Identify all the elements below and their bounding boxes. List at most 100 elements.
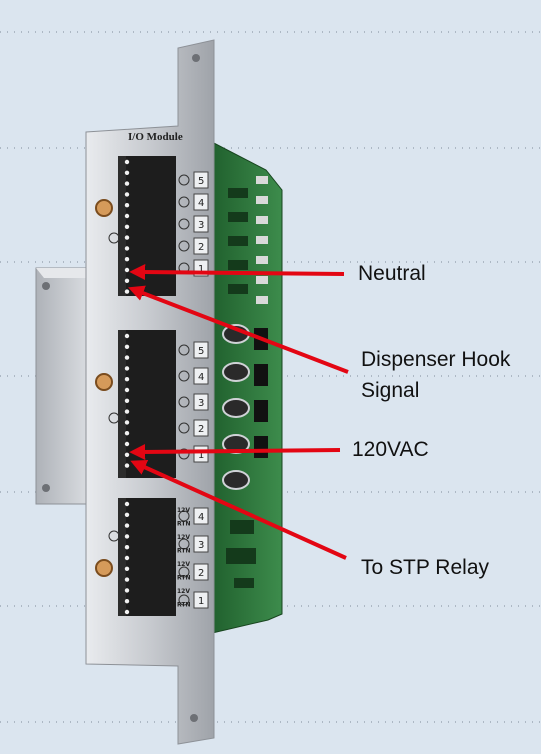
terminal-pin	[124, 192, 130, 197]
terminal-pin	[124, 344, 130, 349]
terminal-pin	[124, 577, 130, 582]
terminal-pin	[124, 555, 130, 561]
position-box	[193, 507, 209, 525]
terminal-pin	[124, 213, 130, 219]
terminal-pin	[124, 398, 130, 403]
position-box	[193, 193, 209, 211]
terminal-pin	[124, 566, 130, 571]
terminal-pin	[124, 588, 130, 593]
screw-icon	[178, 396, 190, 408]
ground-screw-icon	[95, 373, 113, 391]
circuit-board	[207, 139, 283, 635]
position-box	[193, 237, 209, 255]
relay-cylinders	[222, 324, 250, 490]
position-number: 4	[198, 512, 204, 523]
terminal-pin	[124, 431, 130, 436]
terminal-pin	[124, 267, 130, 273]
screw-icon	[178, 218, 190, 230]
callout-stp-relay: To STP Relay	[361, 556, 489, 579]
ground-symbol-icon	[108, 412, 120, 424]
terminal-pin	[124, 181, 130, 186]
screw-icon	[178, 422, 190, 434]
io-label: 12V	[177, 507, 190, 514]
arrow-neutral	[129, 264, 345, 281]
mount-hole-top	[192, 54, 200, 62]
arrow-dispenser-hook-signal	[128, 285, 349, 374]
position-number: 3	[198, 540, 204, 551]
position-number: 1	[198, 450, 204, 461]
screw-icon	[178, 538, 190, 550]
position-number: 3	[198, 398, 204, 409]
terminal-pin	[124, 366, 130, 371]
terminal-pin	[124, 170, 130, 175]
terminal-pin	[124, 441, 130, 447]
terminal-pin	[124, 609, 130, 615]
terminal-block-lower	[118, 498, 176, 616]
terminal-pin	[124, 409, 130, 414]
ground-screws	[95, 199, 120, 577]
flange-hole-bottom	[42, 484, 50, 492]
terminal-pin	[124, 246, 130, 251]
position-box	[193, 341, 209, 359]
position-number: 2	[198, 424, 204, 435]
terminal-pin	[124, 463, 130, 468]
position-number: 4	[198, 198, 204, 209]
io-label: RTN	[177, 548, 190, 555]
position-number: 5	[198, 176, 204, 187]
io-label: 12V	[177, 588, 190, 595]
terminal-pin	[124, 257, 130, 262]
position-box	[193, 393, 209, 411]
terminal-pin	[124, 545, 130, 550]
callout-120vac: 120VAC	[352, 438, 429, 461]
screw-icon	[178, 196, 190, 208]
screw-icon	[178, 566, 190, 578]
callout-dispenser-hook: Dispenser Hook	[361, 348, 511, 371]
ground-screw-icon	[95, 199, 113, 217]
terminal-pin	[124, 289, 130, 294]
terminal-pin	[124, 278, 130, 283]
position-number: 4	[198, 372, 204, 383]
ground-symbol-icon	[108, 530, 120, 542]
ground-screw-icon	[95, 559, 113, 577]
terminal-pin	[124, 599, 130, 604]
position-number: 2	[198, 568, 204, 579]
terminal-pins	[124, 159, 130, 615]
callout-neutral: Neutral	[358, 262, 426, 285]
io-label: RTN	[177, 575, 190, 582]
terminal-pin	[124, 523, 130, 528]
arrow-stp-relay	[130, 460, 347, 560]
screw-icon	[178, 240, 190, 252]
terminal-pin	[124, 452, 130, 457]
terminal-pin	[124, 387, 130, 393]
position-box	[193, 367, 209, 385]
terminal-pin	[124, 534, 130, 539]
mount-hole-bottom	[190, 714, 198, 722]
screw-icon	[178, 510, 190, 522]
io-label: RTN	[177, 521, 190, 528]
position-box	[193, 563, 209, 581]
screw-icon	[178, 448, 190, 460]
position-number: 1	[198, 596, 204, 607]
arrow-120vac	[129, 443, 341, 460]
position-box	[193, 419, 209, 437]
position-box	[193, 215, 209, 233]
terminal-pin	[124, 420, 130, 425]
terminal-pin	[124, 512, 130, 517]
terminal-pin	[124, 159, 130, 165]
module-title: I/O Module	[128, 131, 183, 143]
callout-arrows	[128, 264, 349, 560]
io-label: RTN	[177, 602, 190, 609]
position-number: 1	[198, 264, 204, 275]
ground-symbol-icon	[108, 232, 120, 244]
screw-icon	[178, 594, 190, 606]
position-box	[193, 535, 209, 553]
screw-icon	[178, 370, 190, 382]
terminal-pin	[124, 235, 130, 240]
io-label: 12V	[177, 561, 190, 568]
position-number: 3	[198, 220, 204, 231]
terminal-pin	[124, 203, 130, 208]
flange-hole-top	[42, 282, 50, 290]
screw-icon	[178, 344, 190, 356]
